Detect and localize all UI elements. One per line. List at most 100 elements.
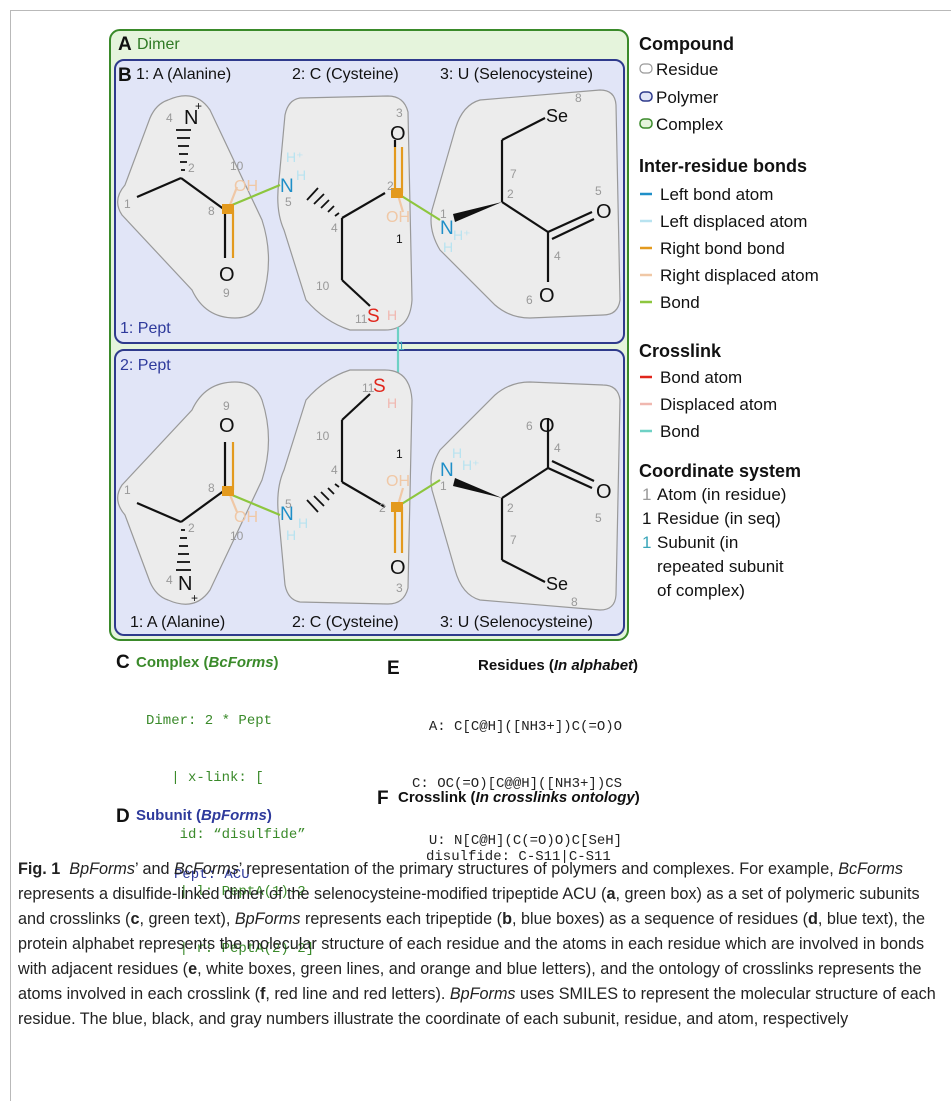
caption-run: , green box) as a set of polymeric subun… [18, 885, 920, 928]
caption-run: BcForms [173, 860, 239, 878]
svg-text:N: N [440, 218, 454, 239]
svg-text:O: O [390, 557, 406, 579]
caption-run: , blue text), the protein alphabet repre… [18, 910, 925, 978]
svg-text:of complex): of complex) [657, 581, 745, 600]
svg-text:10: 10 [230, 159, 244, 173]
svg-text:Crosslink: Crosslink [639, 341, 722, 361]
svg-text:8: 8 [571, 595, 578, 609]
svg-text:Inter-residue bonds: Inter-residue bonds [639, 156, 807, 176]
svg-text:O: O [390, 123, 406, 145]
panel-f-letter: F [377, 788, 389, 809]
caption-run: , white boxes, green lines, and orange a… [18, 960, 922, 1003]
svg-text:10: 10 [230, 529, 244, 543]
svg-text:8: 8 [208, 204, 215, 218]
caption-run: b [502, 910, 512, 928]
svg-text:1: 1 [396, 447, 403, 461]
svg-text:H: H [387, 395, 397, 411]
svg-text:Bond atom: Bond atom [660, 368, 742, 387]
svg-text:1: 1 [642, 509, 651, 528]
svg-text:9: 9 [223, 399, 230, 413]
svg-text:6: 6 [526, 419, 533, 433]
svg-text:N: N [280, 176, 294, 197]
residue-hull-cysteine-bottom [277, 369, 413, 605]
caption-run: , green text), [139, 910, 235, 928]
svg-text:OH: OH [386, 209, 410, 226]
caption-run: c [130, 910, 140, 928]
svg-text:11: 11 [355, 312, 368, 326]
svg-text:2: 2 [188, 161, 195, 175]
svg-text:+: + [191, 591, 198, 605]
svg-text:O: O [596, 201, 612, 223]
svg-text:10: 10 [316, 279, 330, 293]
panel-f-title: Crosslink (In crosslinks ontology) [398, 789, 640, 806]
svg-text:5: 5 [595, 511, 602, 525]
svg-text:O: O [539, 285, 555, 307]
caption-run: BpForms [449, 985, 516, 1003]
figure-frame [10, 10, 951, 1101]
svg-text:O: O [219, 264, 235, 286]
residue-hull-alanine-top [117, 95, 270, 319]
caption-run: d [808, 910, 818, 928]
svg-text:8: 8 [575, 91, 582, 105]
panel-e-code: A: C[C@H]([NH3+])C(=O)O C: OC(=O)[C@@H](… [412, 719, 623, 849]
svg-text:O: O [219, 415, 235, 437]
residue-hull-alanine-bottom [117, 381, 270, 605]
svg-text:4: 4 [166, 111, 173, 125]
svg-text:3: 3 [396, 106, 403, 120]
caption-run: , red line and red letters). [265, 985, 450, 1003]
svg-text:Complex: Complex [656, 115, 724, 134]
svg-text:6: 6 [526, 293, 533, 307]
svg-text:Residue: Residue [656, 60, 718, 79]
svg-text:repeated subunit: repeated subunit [657, 557, 784, 576]
panel-c-letter: C [116, 652, 130, 673]
svg-text:Coordinate system: Coordinate system [639, 461, 801, 481]
svg-text:7: 7 [510, 533, 517, 547]
svg-text:4: 4 [331, 221, 338, 235]
svg-text:Polymer: Polymer [656, 88, 719, 107]
caption-run: f [260, 985, 266, 1003]
svg-text:7: 7 [510, 167, 517, 181]
svg-text:2: 2 [507, 187, 514, 201]
svg-text:OH: OH [386, 473, 410, 490]
svg-text:1: 1 [398, 339, 405, 353]
panel-a-letter: A [118, 34, 132, 55]
svg-text:N: N [178, 573, 192, 595]
panel-d-letter: D [116, 806, 130, 827]
residue-header-1-top: 1: A (Alanine) [136, 66, 231, 83]
figure-diagram: A Dimer B 1: A (Alanine) 2: C (Cysteine)… [109, 29, 819, 641]
svg-text:Atom (in residue): Atom (in residue) [657, 485, 786, 504]
svg-text:H: H [452, 445, 462, 461]
complex-title: Dimer [137, 36, 180, 53]
svg-text:1: 1 [440, 207, 447, 221]
caption-run: uses SMILES to represent the molecular s… [18, 985, 936, 1028]
svg-text:Displaced atom: Displaced atom [660, 395, 777, 414]
panel-d-code: Pept: ACU [174, 867, 250, 883]
legend: Compound Residue Polymer Complex Inter-r… [639, 34, 819, 600]
svg-text:1: 1 [440, 479, 447, 493]
svg-text:2: 2 [387, 179, 394, 193]
svg-text:H⁺: H⁺ [453, 227, 471, 243]
svg-text:Subunit (in: Subunit (in [657, 533, 738, 552]
svg-text:5: 5 [285, 195, 292, 209]
svg-text:Se: Se [546, 106, 568, 126]
panel-d-title: Subunit (BpForms) [136, 807, 272, 824]
svg-text:Right bond bond: Right bond bond [660, 239, 785, 258]
svg-text:S: S [367, 306, 380, 327]
caption-text: BpForms’ and BcForms’ representation of … [18, 860, 936, 1028]
svg-text:H: H [298, 515, 308, 531]
svg-text:1: 1 [642, 485, 651, 504]
svg-text:3: 3 [396, 581, 403, 595]
svg-text:Bond: Bond [660, 293, 700, 312]
svg-text:1: 1 [124, 483, 131, 497]
panel-e-letter: E [387, 658, 400, 679]
residue-hull-selenocysteine-bottom [430, 381, 621, 611]
svg-text:Se: Se [546, 574, 568, 594]
svg-text:4: 4 [554, 441, 561, 455]
svg-text:Right displaced atom: Right displaced atom [660, 266, 819, 285]
panel-c-title: Complex (BcForms) [136, 654, 279, 671]
residue-hull-selenocysteine-top [430, 89, 621, 319]
svg-text:1: 1 [124, 197, 131, 211]
caption-fig-label: Fig. 1 [18, 860, 61, 878]
svg-text:11: 11 [362, 381, 375, 395]
caption-run: BcForms [838, 860, 903, 878]
